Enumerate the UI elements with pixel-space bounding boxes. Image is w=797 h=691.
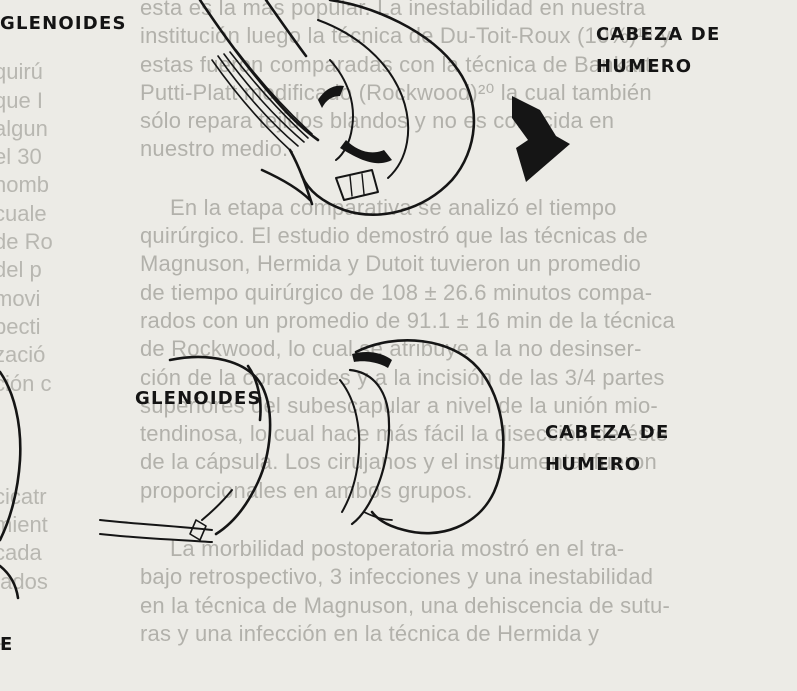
label-cabeza-bottom-2: HUMERO	[545, 454, 641, 475]
rotation-arrow-icon	[512, 96, 570, 182]
bottom-shoulder-drawing	[100, 340, 503, 542]
label-glenoides-bottom: GLENOIDES	[135, 388, 262, 409]
left-partial-drawing	[0, 372, 20, 598]
top-shoulder-drawing	[200, 0, 570, 215]
label-cabeza-top-1: CABEZA DE	[596, 24, 720, 45]
label-left-fragment-e: E	[0, 634, 14, 655]
label-cabeza-bottom-1: CABEZA DE	[545, 422, 669, 443]
label-glenoides-top: GLENOIDES	[0, 13, 127, 34]
label-cabeza-top-2: HUMERO	[596, 56, 692, 77]
